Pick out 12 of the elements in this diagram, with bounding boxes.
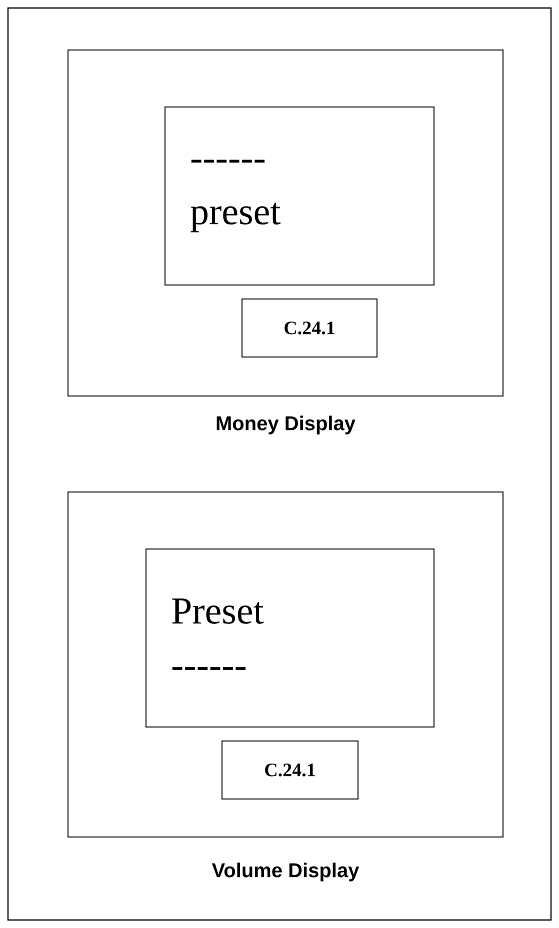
node-label: Money Display: [216, 416, 356, 434]
display-text: Preset: [172, 598, 264, 624]
display-box: [146, 548, 434, 728]
display-text: ------: [191, 160, 265, 163]
display-text: ------: [172, 667, 246, 670]
panel-box: [68, 492, 504, 838]
node-label: Volume Display: [212, 862, 360, 882]
code-box: C.24.1: [242, 298, 378, 358]
display-box: [164, 106, 434, 286]
code-box: C.24.1: [222, 740, 358, 800]
panel-box: [68, 50, 504, 396]
display-text: preset: [190, 202, 281, 232]
